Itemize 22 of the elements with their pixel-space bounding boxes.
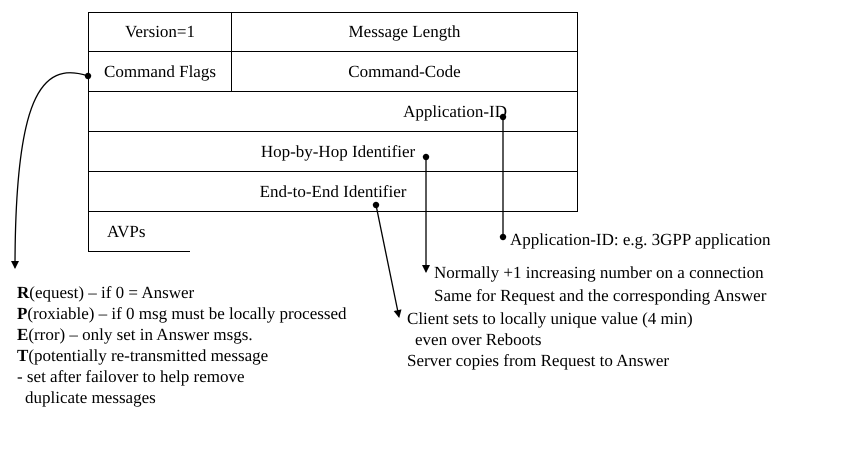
annotation-text: Client sets to locally unique value (4 min) even over Reboots: [407, 308, 694, 350]
annotation-text: P(roxiable) – if 0 msg must be locally processed: [17, 303, 348, 324]
annotation-text: R(equest) – if 0 = Answer: [17, 282, 196, 303]
header-field: Application-ID: [88, 92, 578, 132]
leader-line: [500, 114, 506, 240]
annotation-text: T(potentially re-transmitted message: [17, 345, 270, 366]
header-field: Hop-by-Hop Identifier: [88, 132, 578, 172]
header-field: Version=1: [88, 12, 232, 52]
header-field: Command Flags: [88, 52, 232, 92]
annotation-text: Server copies from Request to Answer: [407, 350, 670, 371]
leader-line: [372, 202, 402, 318]
leader-line: [11, 72, 92, 269]
annotation-text: Application-ID: e.g. 3GPP application: [510, 229, 772, 250]
annotation-text: Normally +1 increasing number on a connection: [434, 262, 765, 283]
leader-line: [422, 154, 430, 273]
header-field: Message Length: [232, 12, 578, 52]
header-field: End-to-End Identifier: [88, 172, 578, 212]
header-field: Command-Code: [232, 52, 578, 92]
annotation-text: Same for Request and the corresponding Answer: [434, 285, 768, 306]
annotation-text: - set after failover to help remove duplicate messages: [17, 366, 246, 408]
annotation-text: E(rror) – only set in Answer msgs.: [17, 324, 254, 345]
header-field: AVPs: [88, 212, 190, 252]
